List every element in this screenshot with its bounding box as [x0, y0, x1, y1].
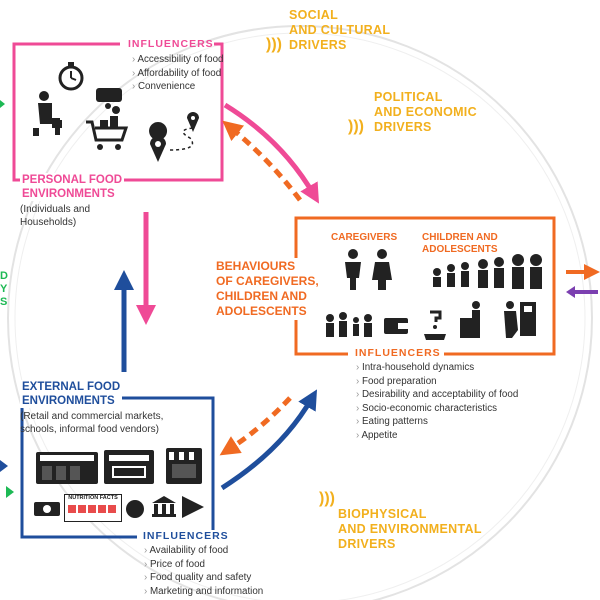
arrow-personal-to-behaviours [223, 102, 320, 204]
personal-influencers-title: INFLUENCERS [128, 38, 214, 50]
nutrition-facts-label: NUTRITION FACTS [64, 494, 122, 522]
vending-person-icon [504, 301, 536, 338]
location-route-icon [149, 112, 199, 162]
wallet-icon [384, 318, 408, 334]
quality-badge-icon [126, 500, 144, 518]
list-item: Food quality and safety [144, 571, 263, 585]
behaviours-box [294, 216, 556, 356]
personal-influencers-list: Accessibility of food Affordability of f… [132, 53, 224, 94]
nutrition-facts-text: NUTRITION FACTS [68, 495, 118, 501]
list-item: Availability of food [144, 544, 263, 558]
list-item: Intra-household dynamics [356, 361, 518, 375]
list-item: Accessibility of food [132, 53, 223, 67]
left-edge-blue-arrow [0, 460, 8, 472]
behaviours-influencers-title: INFLUENCERS [352, 347, 444, 359]
external-influencers-title: INFLUENCERS [140, 530, 232, 542]
money-hand-icon [96, 88, 122, 114]
list-item: Appetite [356, 429, 518, 443]
arrow-left-purple-head [566, 286, 575, 298]
list-item: Desirability and acceptability of food [356, 388, 518, 402]
outer-circle [7, 25, 593, 600]
list-item: Marketing and information [144, 585, 263, 599]
stopwatch-icon [58, 62, 84, 91]
shopping-cart-icon [86, 116, 129, 150]
market-stall-icon [104, 450, 154, 484]
kiosk-icon [166, 448, 202, 484]
list-item: Eating patterns [356, 415, 518, 429]
arrow-behaviours-to-external [219, 396, 292, 456]
biophysical-drivers-label: BIOPHYSICAL AND ENVIRONMENTAL DRIVERS [338, 507, 482, 551]
supermarket-icon [36, 452, 98, 484]
caregivers-icon [345, 249, 392, 290]
children-icon [433, 254, 542, 289]
children-label: CHILDREN AND ADOLESCENTS [422, 232, 498, 255]
external-influencers-list: Availability of food Price of food Food … [144, 544, 263, 598]
cooking-person-icon [460, 301, 480, 338]
family-icon [326, 312, 372, 337]
list-item: Socio-economic characteristics [356, 402, 518, 416]
handwashing-icon [424, 310, 446, 340]
megaphone-icon [182, 496, 204, 518]
outer-circle-inner [14, 32, 586, 600]
social-drivers-label: SOCIAL AND CULTURAL DRIVERS [289, 8, 391, 52]
behaviours-title: BEHAVIOURS OF CAREGIVERS, CHILDREN AND A… [216, 258, 319, 320]
arrow-behaviours-to-personal [222, 120, 302, 202]
left-edge-green-arrow-2 [6, 486, 14, 498]
list-item: Price of food [144, 558, 263, 572]
personal-subtitle: (Individuals and Households) [20, 204, 91, 228]
cash-icon [34, 502, 60, 516]
political-drivers-label: POLITICAL AND ECONOMIC DRIVERS [374, 90, 477, 134]
external-subtitle: (Retail and commercial markets, schools,… [20, 411, 164, 435]
political-drivers-icon: ))) [348, 118, 364, 135]
government-building-icon [152, 496, 176, 518]
personal-title: PERSONAL FOOD ENVIRONMENTS [20, 173, 125, 201]
behaviours-influencers-list: Intra-household dynamics Food preparatio… [356, 361, 518, 442]
left-edge-cropped-text: D Y S [0, 270, 8, 308]
list-item: Food preparation [356, 375, 518, 389]
caregivers-label: CAREGIVERS [331, 232, 398, 243]
list-item: Convenience [132, 80, 224, 94]
arrow-external-to-behaviours [220, 389, 317, 491]
list-item: Affordability of food [132, 67, 224, 81]
person-waiting-icon [33, 91, 62, 136]
external-title: EXTERNAL FOOD ENVIRONMENTS [20, 380, 123, 408]
left-edge-green-arrow [0, 100, 5, 108]
biophysical-drivers-icon: ))) [319, 490, 335, 507]
social-drivers-icon: ))) [266, 36, 282, 53]
